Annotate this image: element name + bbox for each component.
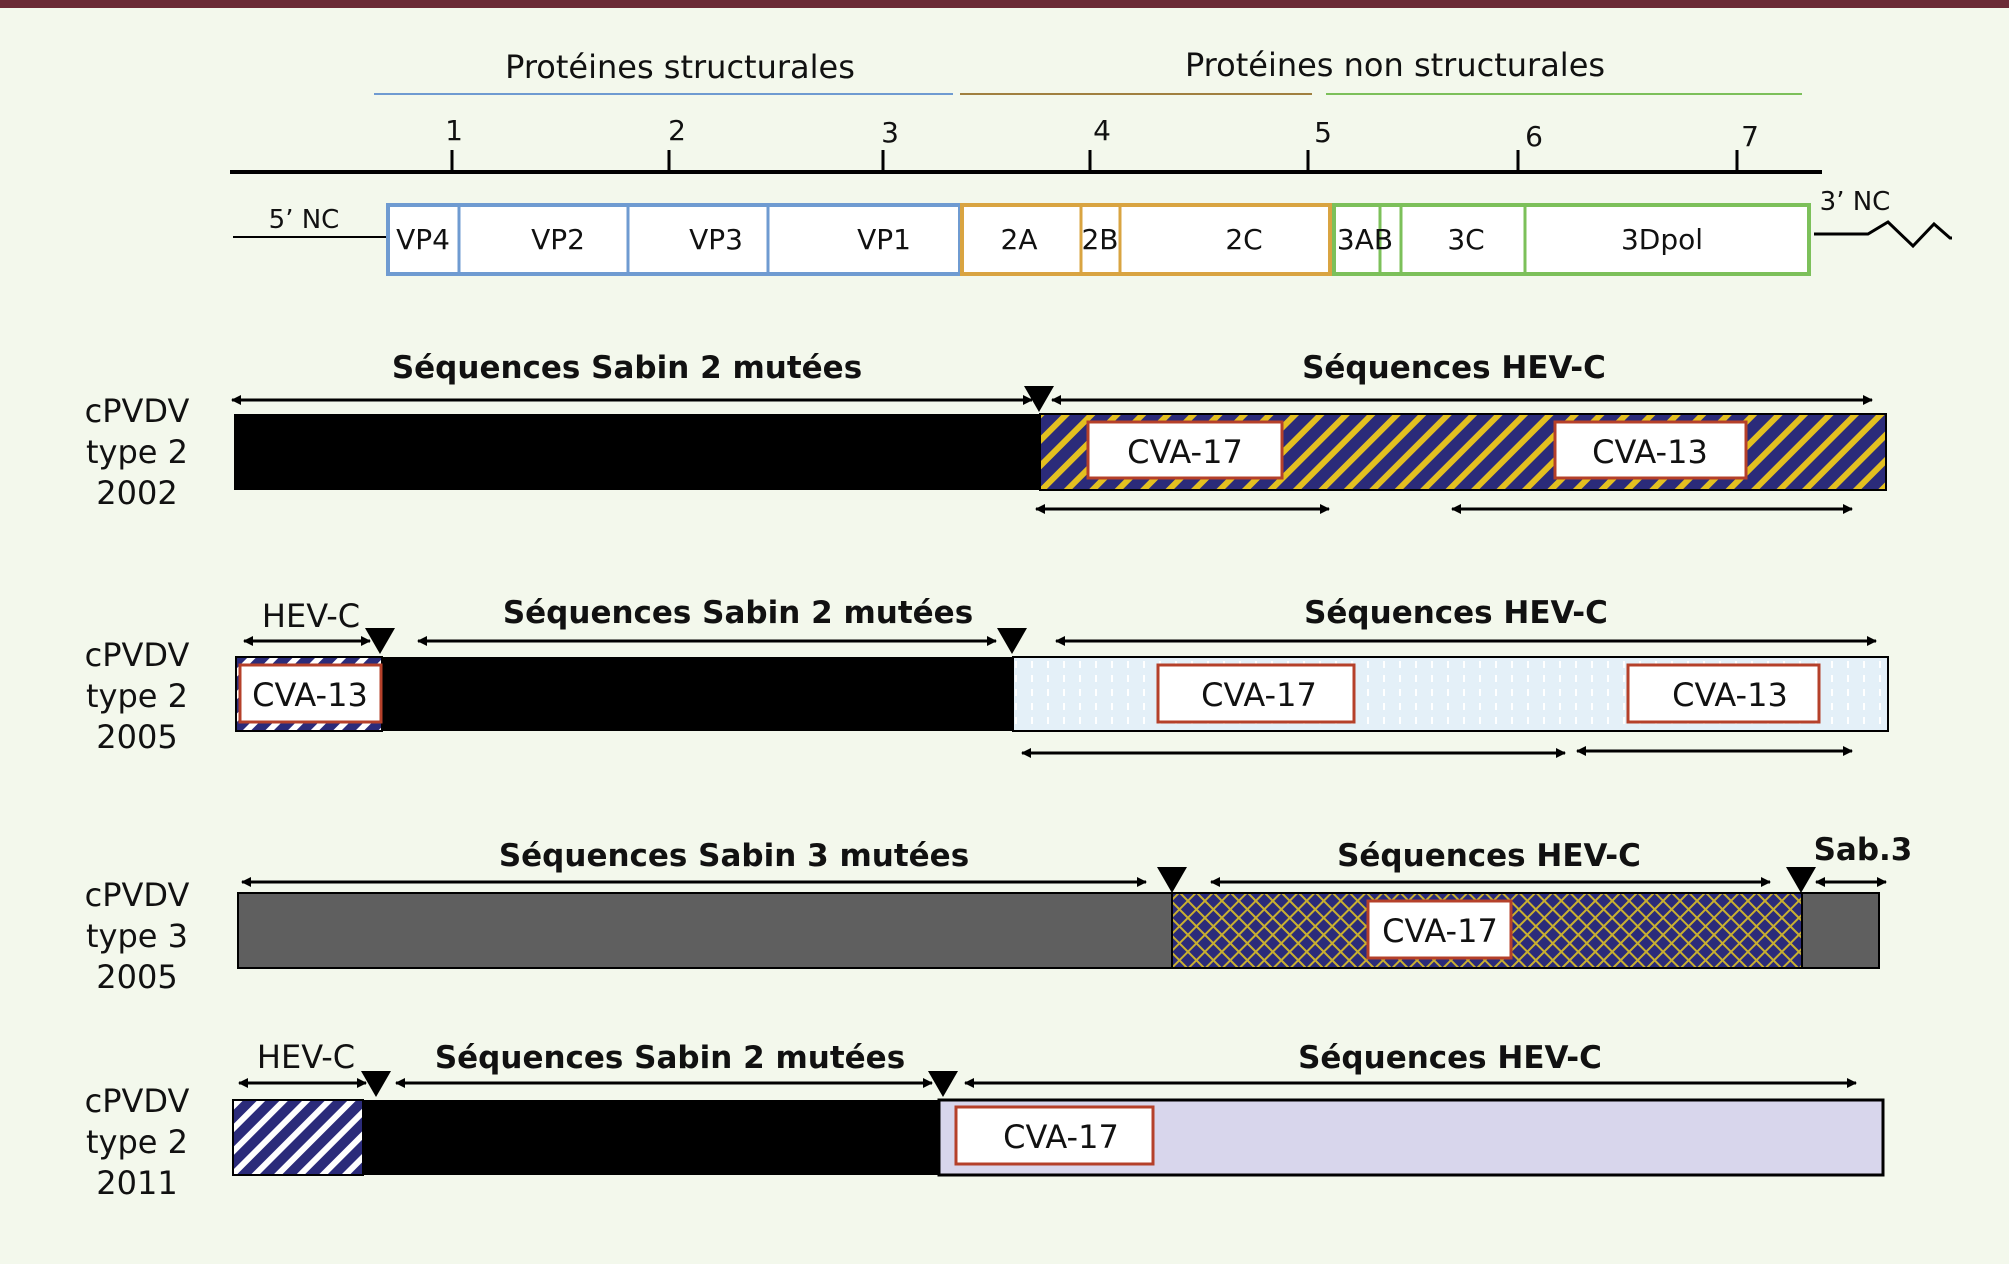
row2-name-line1: cPVDV [85, 636, 190, 674]
structural-region [386, 203, 962, 276]
row3-breakpoint-marker-1 [1157, 867, 1187, 893]
row-type3-2005: cPVDV type 3 2005 Séquences Sabin 3 muté… [85, 832, 1913, 996]
row4-hevc-small-label: HEV-C [257, 1038, 355, 1076]
row2-sabin-label: Séquences Sabin 2 mutées [503, 595, 973, 631]
2c-label: 2C [1225, 223, 1262, 256]
polya-tail [1814, 220, 1952, 249]
row2-hevc-small-label: HEV-C [262, 597, 360, 635]
tick-label-5: 5 [1314, 116, 1332, 149]
row4-hevc-left-segment [232, 1099, 364, 1176]
tick-label-7: 7 [1741, 120, 1759, 153]
top-border [0, 0, 2009, 8]
row1-hevc-label: Séquences HEV-C [1302, 350, 1606, 386]
row2-breakpoint-marker-2 [997, 628, 1027, 654]
row2-breakpoint-marker-1 [365, 628, 395, 654]
row4-cva17-label: CVA-17 [1003, 1118, 1119, 1156]
vp2-label: VP2 [531, 223, 585, 256]
row1-name-line1: cPVDV [85, 392, 190, 430]
tick-label-4: 4 [1093, 114, 1111, 147]
vp3-label: VP3 [689, 223, 743, 256]
row1-sabin-label: Séquences Sabin 2 mutées [392, 350, 862, 386]
nc5-label: 5’ NC [269, 205, 340, 235]
2b-label: 2B [1081, 223, 1118, 256]
scale-ticks: 1 2 3 4 5 6 7 [445, 114, 1759, 172]
structural-label: Protéines structurales [505, 48, 855, 86]
row3-name-line1: cPVDV [85, 876, 190, 914]
row3-cva17-box [1366, 899, 1513, 960]
row2-cva13-box [1626, 663, 1821, 724]
row2-cva17-box [1156, 663, 1356, 724]
row1-cva13-box [1553, 420, 1748, 480]
tick-label-1: 1 [445, 114, 463, 147]
row2-hevc-label: Séquences HEV-C [1304, 595, 1608, 631]
vp4-label: VP4 [396, 223, 450, 256]
row2-name-line2: type 2 [86, 677, 188, 715]
row3-name-line2: type 3 [86, 917, 188, 955]
row1-cva17-label: CVA-17 [1127, 433, 1243, 471]
row1-sabin-segment [234, 414, 1040, 490]
3ab-label: 3AB [1337, 223, 1393, 256]
row4-name-line2: type 2 [86, 1123, 188, 1161]
p3-region [1332, 203, 1811, 276]
vp1-label: VP1 [857, 223, 911, 256]
row-type2-2005: cPVDV type 2 2005 HEV-C Séquences Sabin … [85, 595, 1889, 758]
row1-name-line2: type 2 [86, 433, 188, 471]
row-type2-2011: cPVDV type 2 2011 HEV-C Séquences Sabin … [85, 1038, 1885, 1202]
row4-breakpoint-marker-1 [361, 1071, 391, 1097]
row3-cva17-label: CVA-17 [1382, 912, 1498, 950]
row1-breakpoint-marker [1024, 386, 1054, 412]
row3-sabin3-segment [237, 892, 1173, 969]
row1-year: 2002 [96, 474, 177, 512]
row3-hevc-label: Séquences HEV-C [1337, 838, 1641, 874]
row-type2-2002: cPVDV type 2 2002 Séquences Sabin 2 muté… [85, 350, 1887, 514]
row4-breakpoint-marker-2 [928, 1071, 958, 1097]
row1-cva17-box [1086, 420, 1284, 480]
p2-region [960, 203, 1332, 276]
row3-sab3-label: Sab.3 [1814, 832, 1913, 868]
row2-year: 2005 [96, 718, 177, 756]
row3-sabin-label: Séquences Sabin 3 mutées [499, 838, 969, 874]
row3-sabin3-end-segment [1801, 892, 1880, 969]
nonstructural-label: Protéines non structurales [1185, 46, 1605, 84]
row2-cva17-label: CVA-17 [1201, 676, 1317, 714]
row2-cva13-label: CVA-13 [1672, 676, 1788, 714]
row3-year: 2005 [96, 958, 177, 996]
tick-label-6: 6 [1525, 120, 1543, 153]
genome-map: VP4 VP2 VP3 VP1 2A 2B 2C 3AB 3C 3Dpol [386, 203, 1811, 276]
row4-name-line1: cPVDV [85, 1082, 190, 1120]
nc3-label: 3’ NC [1820, 187, 1891, 217]
tick-label-3: 3 [881, 116, 899, 149]
row2-sabin-segment [382, 657, 1013, 731]
row2-cva13-left-box [238, 663, 383, 724]
tick-label-2: 2 [668, 114, 686, 147]
row2-cva13-left-label: CVA-13 [252, 676, 368, 714]
2a-label: 2A [1001, 223, 1038, 256]
row4-cva17-box [954, 1105, 1155, 1166]
row4-sabin-segment [363, 1100, 939, 1175]
row4-year: 2011 [96, 1164, 177, 1202]
3dpol-label: 3Dpol [1621, 223, 1703, 256]
row3-breakpoint-marker-2 [1786, 867, 1816, 893]
row1-cva13-label: CVA-13 [1592, 433, 1708, 471]
3c-label: 3C [1447, 223, 1484, 256]
row4-sabin-label: Séquences Sabin 2 mutées [435, 1040, 905, 1076]
row4-hevc-label: Séquences HEV-C [1298, 1040, 1602, 1076]
